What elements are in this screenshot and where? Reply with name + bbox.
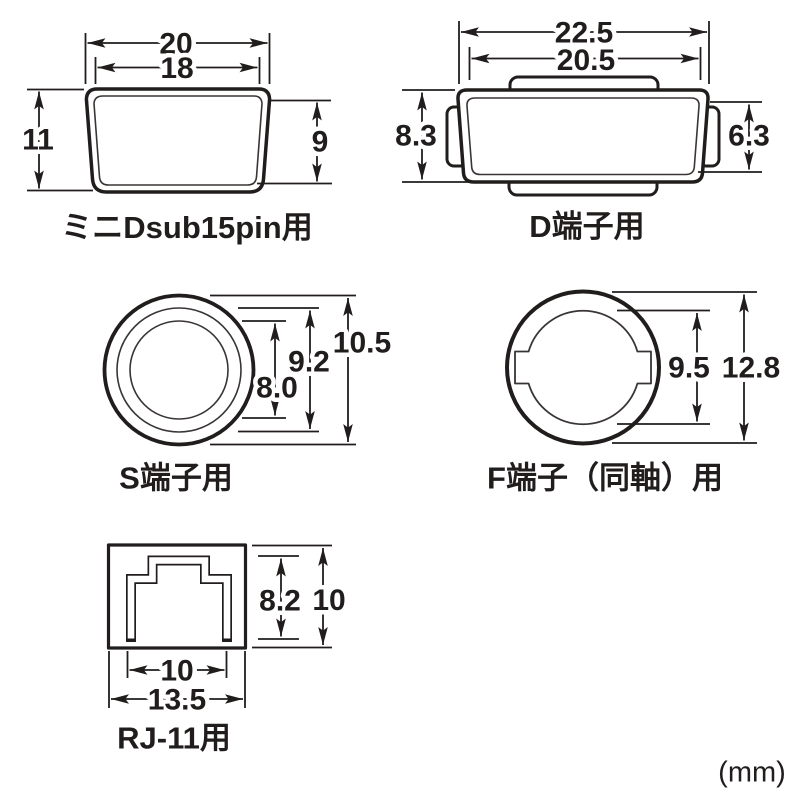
- mini-dsub-outer-outline: [84, 87, 272, 194]
- dim-value-inner-diameter: 8.0: [256, 372, 298, 405]
- dim-value-inner-width: 20.5: [557, 44, 615, 77]
- dim-value-inner-diameter: 9.5: [668, 352, 710, 385]
- s-terminal-outer-circle: [102, 293, 256, 447]
- dim-value-outer-height: 10: [312, 584, 345, 617]
- rj11-plug-profile-inner: [127, 557, 231, 639]
- dim-value-outer-width: 20: [159, 28, 192, 61]
- dim-value-outer-diameter: 10.5: [333, 327, 391, 360]
- dim-value-outer-diameter: 12.8: [722, 352, 780, 385]
- s-terminal-inner-circle: [129, 320, 229, 420]
- dim-value-right-height: 6.3: [728, 120, 770, 153]
- drawing-label: RJ-11用: [117, 721, 231, 756]
- dim-value-mid-diameter: 9.2: [288, 346, 330, 379]
- f-terminal-outer-circle: [505, 289, 661, 446]
- drawing-rj11: 8.2 10 10 13.5 RJ-11用: [106, 543, 350, 756]
- drawing-label: S端子用: [119, 461, 233, 496]
- d-terminal-outer-outline: [456, 88, 710, 184]
- dim-value-left-height: 11: [22, 124, 54, 157]
- drawing-s-terminal: 10.5 9.2 8.0 S端子用: [102, 293, 396, 496]
- drawing-label: ミニDsub15pin用: [61, 210, 312, 245]
- f-terminal-inner-keyway-outline: [514, 309, 652, 426]
- dim-value-left-height: 8.3: [395, 120, 437, 153]
- dim-value-right-height: 9: [312, 126, 329, 159]
- drawing-d-terminal: 22.5 20.5 8.3 6.3 D端子用: [391, 12, 775, 244]
- unit-note: (mm): [718, 757, 786, 789]
- dim-value-outer-width: 22.5: [555, 17, 613, 50]
- dim-value-inner-width: 10: [160, 655, 193, 688]
- dim-value-outer-width: 13.5: [148, 684, 206, 717]
- d-terminal-inner-outline: [466, 97, 700, 176]
- dim-value-inner-width: 18: [160, 52, 193, 85]
- drawing-label: D端子用: [529, 209, 644, 244]
- dim-value-inner-height: 8.2: [259, 585, 301, 618]
- drawing-f-terminal: 9.5 12.8 F端子（同軸）用: [487, 289, 785, 496]
- drawing-label: F端子（同軸）用: [487, 461, 723, 496]
- drawing-mini-dsub: 20 18 11 9 ミニDsub15pin用: [18, 23, 333, 245]
- mini-dsub-inner-outline: [93, 95, 263, 186]
- s-terminal-mid-circle: [116, 307, 242, 433]
